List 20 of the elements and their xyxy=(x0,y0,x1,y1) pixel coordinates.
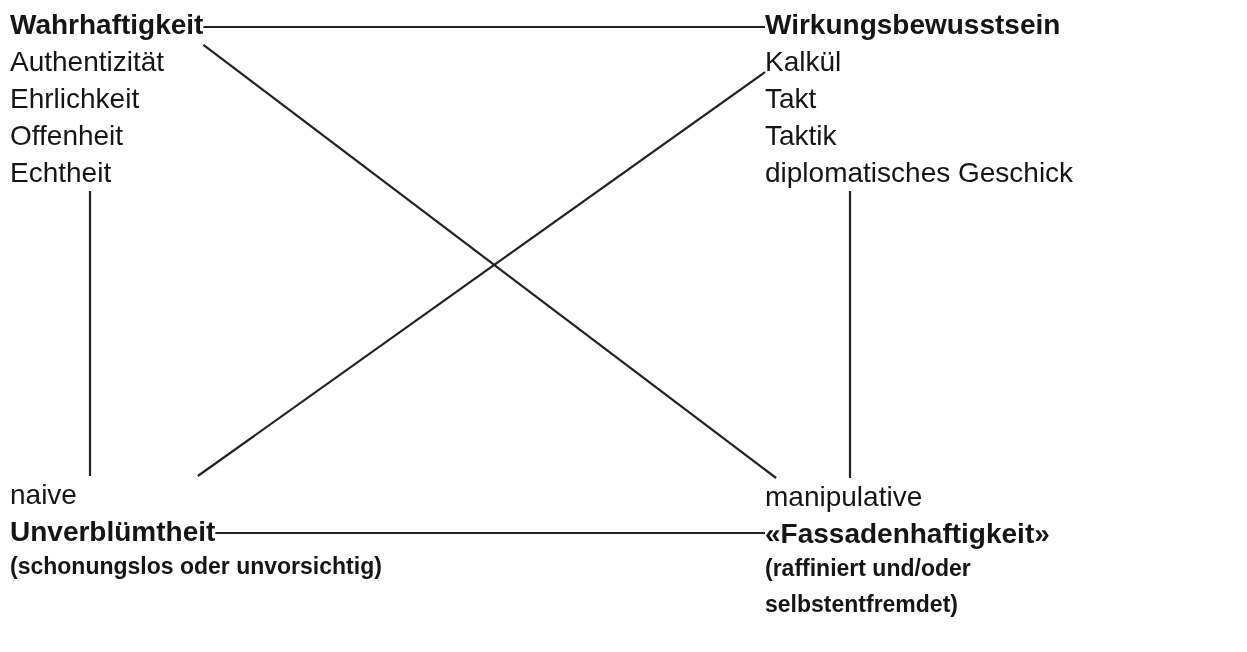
term-text: diplomatisches Geschick xyxy=(765,156,1074,190)
connector-line xyxy=(848,191,852,478)
term-text: Authentizität xyxy=(10,45,166,79)
heading-term: Unverblümtheit xyxy=(10,515,216,549)
term-text: manipulative xyxy=(765,480,924,514)
term-text: Echtheit xyxy=(10,156,113,190)
term-text: Takt xyxy=(765,82,818,116)
heading-term: Wahrhaftigkeit xyxy=(10,8,204,42)
term-text: Kalkül xyxy=(765,45,843,79)
term-text: Taktik xyxy=(765,119,838,153)
connector-line xyxy=(88,191,92,476)
heading-term: Wirkungsbewusstsein xyxy=(765,8,1062,42)
term-text: naive xyxy=(10,478,78,512)
connector-line xyxy=(215,531,765,535)
connector-line xyxy=(203,25,765,29)
note-text: (raffiniert und/oder selbstentfremdet) xyxy=(765,554,972,619)
term-text: Ehrlichkeit xyxy=(10,82,141,116)
note-text: (schonungslos oder unvorsichtig) xyxy=(10,552,383,581)
term-text: Offenheit xyxy=(10,119,125,153)
heading-term: «Fassadenhaftigkeit» xyxy=(765,517,1050,551)
